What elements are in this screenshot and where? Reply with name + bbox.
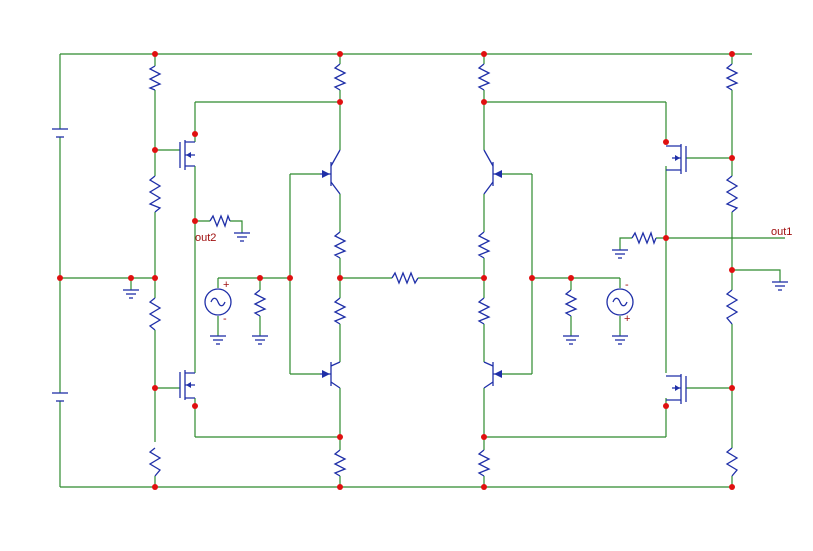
node <box>152 147 158 153</box>
mosfet-left-lower-icon <box>179 370 195 400</box>
node <box>729 385 735 391</box>
ground-right-mid-icon <box>772 281 788 291</box>
node <box>729 155 735 161</box>
transistors <box>179 140 687 404</box>
node <box>337 51 343 57</box>
node <box>481 51 487 57</box>
resistor-right-upper <box>725 175 739 213</box>
node <box>192 218 198 224</box>
ac-source-left-icon <box>204 288 232 316</box>
node <box>152 484 158 490</box>
bjt-right-driver-lower-icon <box>483 361 502 389</box>
node <box>152 51 158 57</box>
bjt-left-driver-upper-icon <box>320 149 341 195</box>
resistor-left-bottom <box>148 447 162 477</box>
node <box>192 131 198 137</box>
battery-upper-icon <box>52 128 68 138</box>
node <box>529 275 535 281</box>
node <box>152 275 158 281</box>
out1-load-wire <box>619 237 785 250</box>
resistors <box>148 63 739 477</box>
node <box>192 403 198 409</box>
mosfet-right-lower-icon <box>666 374 687 404</box>
resistor-right-lower <box>725 289 739 325</box>
node <box>337 275 343 281</box>
resistor-right-driver-bottom <box>477 449 491 477</box>
node <box>729 51 735 57</box>
sources: + - - + <box>204 279 634 325</box>
ground-out1-load-icon <box>612 249 628 259</box>
ac-source-left-plus: + <box>223 279 229 291</box>
resistor-center-bridge <box>391 271 419 285</box>
resistor-right-bottom <box>725 447 739 477</box>
resistor-left-lower <box>148 297 162 331</box>
ac-source-right-minus: - <box>625 279 629 291</box>
resistor-right-shunt <box>564 289 578 317</box>
node <box>663 139 669 145</box>
resistor-left-upper <box>148 175 162 213</box>
ground-right-shunt-icon <box>563 335 579 345</box>
node <box>729 484 735 490</box>
batteries <box>52 128 68 402</box>
net-label-out1: out1 <box>771 226 792 238</box>
ground-right-source-icon <box>612 335 628 345</box>
wires <box>59 53 785 488</box>
resistor-out1-load <box>631 231 657 245</box>
ground-out2-load-icon <box>234 232 250 242</box>
resistor-right-driver-lower <box>477 297 491 325</box>
ground-left-mid-icon <box>123 289 139 299</box>
node <box>663 235 669 241</box>
grounds <box>123 232 788 345</box>
ac-source-right-plus: + <box>624 313 630 325</box>
node <box>729 267 735 273</box>
node <box>128 275 134 281</box>
resistor-left-driver-lower <box>333 297 347 325</box>
node <box>287 275 293 281</box>
node <box>257 275 263 281</box>
mosfet-left-upper-icon <box>179 140 195 170</box>
node <box>337 99 343 105</box>
node <box>481 275 487 281</box>
ground-left-source-icon <box>210 335 226 345</box>
node <box>663 403 669 409</box>
bjt-right-driver-upper-icon <box>483 149 502 195</box>
node <box>337 434 343 440</box>
junction-nodes <box>57 51 735 490</box>
node <box>481 434 487 440</box>
node <box>337 484 343 490</box>
resistor-right-driver-top <box>477 63 491 91</box>
resistor-left-driver-top <box>333 63 347 91</box>
ac-source-left-minus: - <box>223 313 227 325</box>
ac-source-right-icon <box>606 288 634 316</box>
resistor-left-top <box>148 65 162 91</box>
node <box>57 275 63 281</box>
net-label-out2: out2 <box>195 232 216 244</box>
resistor-left-driver-upper <box>333 231 347 259</box>
resistor-right-driver-upper <box>477 231 491 259</box>
node <box>568 275 574 281</box>
resistor-left-shunt <box>253 289 267 317</box>
mosfet-right-upper-icon <box>666 144 687 174</box>
resistor-out2-load <box>209 214 231 228</box>
battery-lower-icon <box>52 392 68 402</box>
node <box>152 385 158 391</box>
bjt-left-driver-lower-icon <box>320 361 341 389</box>
resistor-left-driver-bottom <box>333 449 347 477</box>
ground-left-shunt-icon <box>252 335 268 345</box>
node <box>481 484 487 490</box>
node <box>481 99 487 105</box>
right-ground-wire <box>732 269 781 282</box>
resistor-right-top <box>725 63 739 91</box>
